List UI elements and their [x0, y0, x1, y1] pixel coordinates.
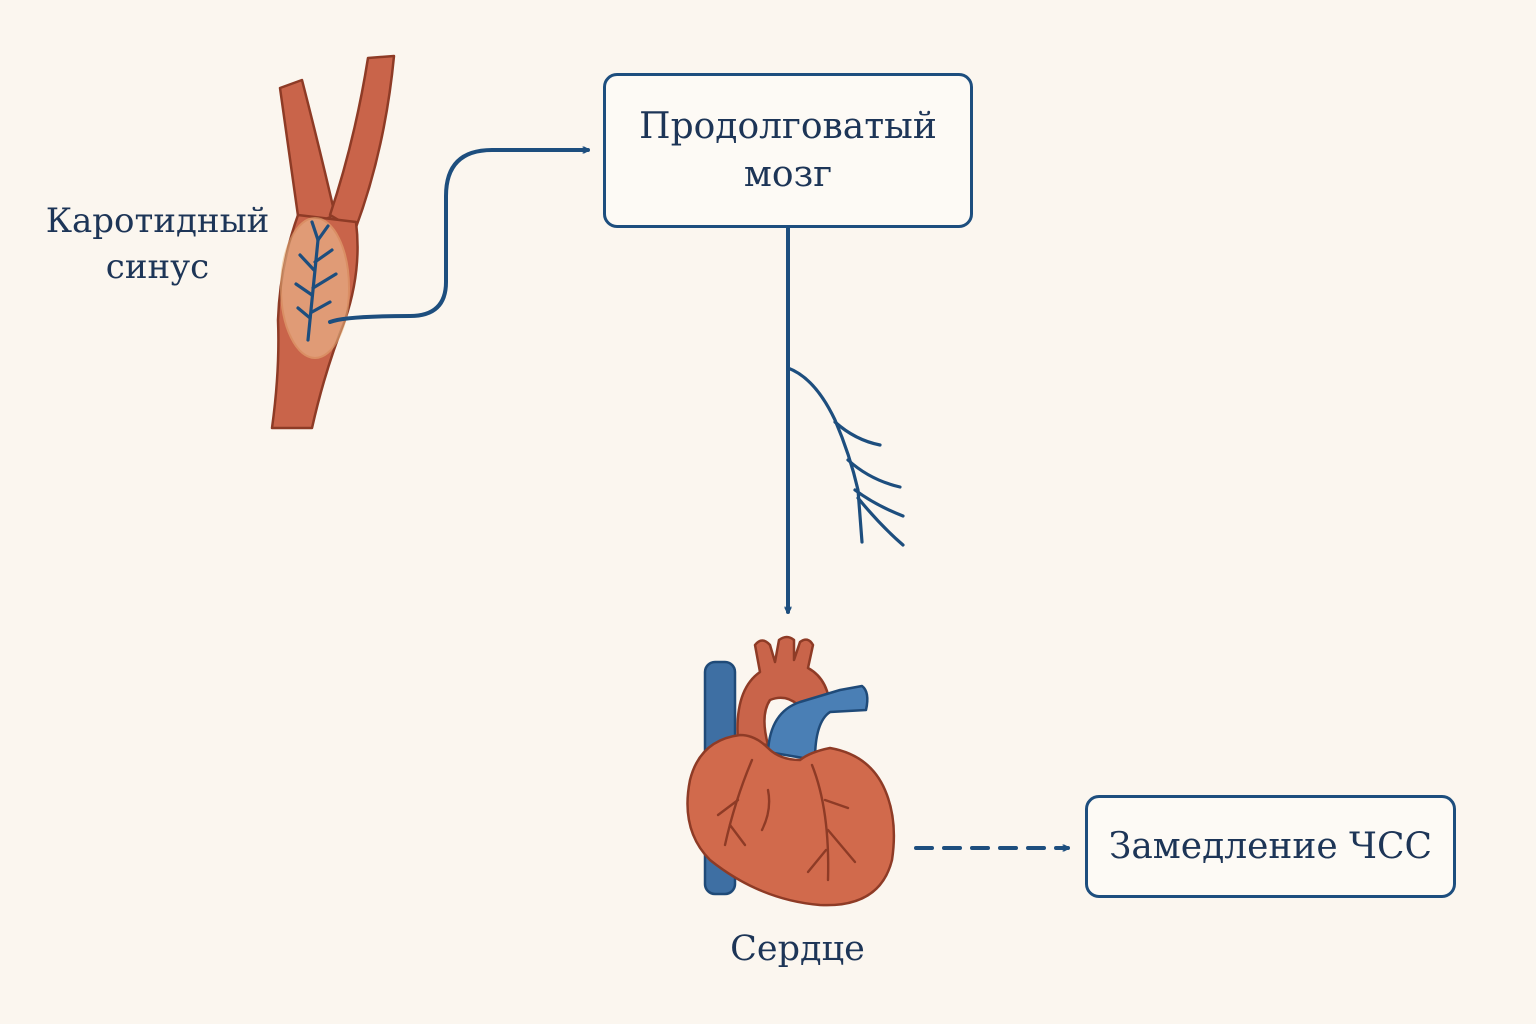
- heart-rate-decrease-node: Замедление ЧСС: [1085, 795, 1456, 898]
- coronary-vessels: [716, 758, 857, 882]
- medulla-node: Продолговатый мозг: [603, 73, 973, 228]
- pulmonary-trunk: [766, 684, 869, 762]
- heart-illustration: [686, 635, 896, 907]
- medulla-label-line-1: Продолговатый: [639, 105, 937, 147]
- medulla-label-line-2: мозг: [743, 153, 833, 195]
- carotid-sinus-label-line-2: синус: [105, 247, 210, 287]
- carotid-sinus-label: Каротидный синус: [30, 198, 285, 290]
- aorta-arch: [736, 635, 832, 747]
- vagus-nerve-branches-icon: [786, 366, 905, 547]
- heart-label-text: Сердце: [730, 929, 865, 969]
- carotid-artery-illustration: [270, 54, 396, 430]
- result-label: Замедление ЧСС: [1108, 825, 1433, 867]
- heart-body: [686, 733, 896, 907]
- sinus-nerve-endings-icon: [294, 220, 338, 342]
- external-carotid-branch: [328, 54, 396, 232]
- afferent-nerve-arrow: [328, 150, 590, 324]
- carotid-sinus-label-line-1: Каротидный: [45, 201, 270, 241]
- heart-label: Сердце: [690, 926, 905, 972]
- internal-carotid-branch: [278, 78, 337, 232]
